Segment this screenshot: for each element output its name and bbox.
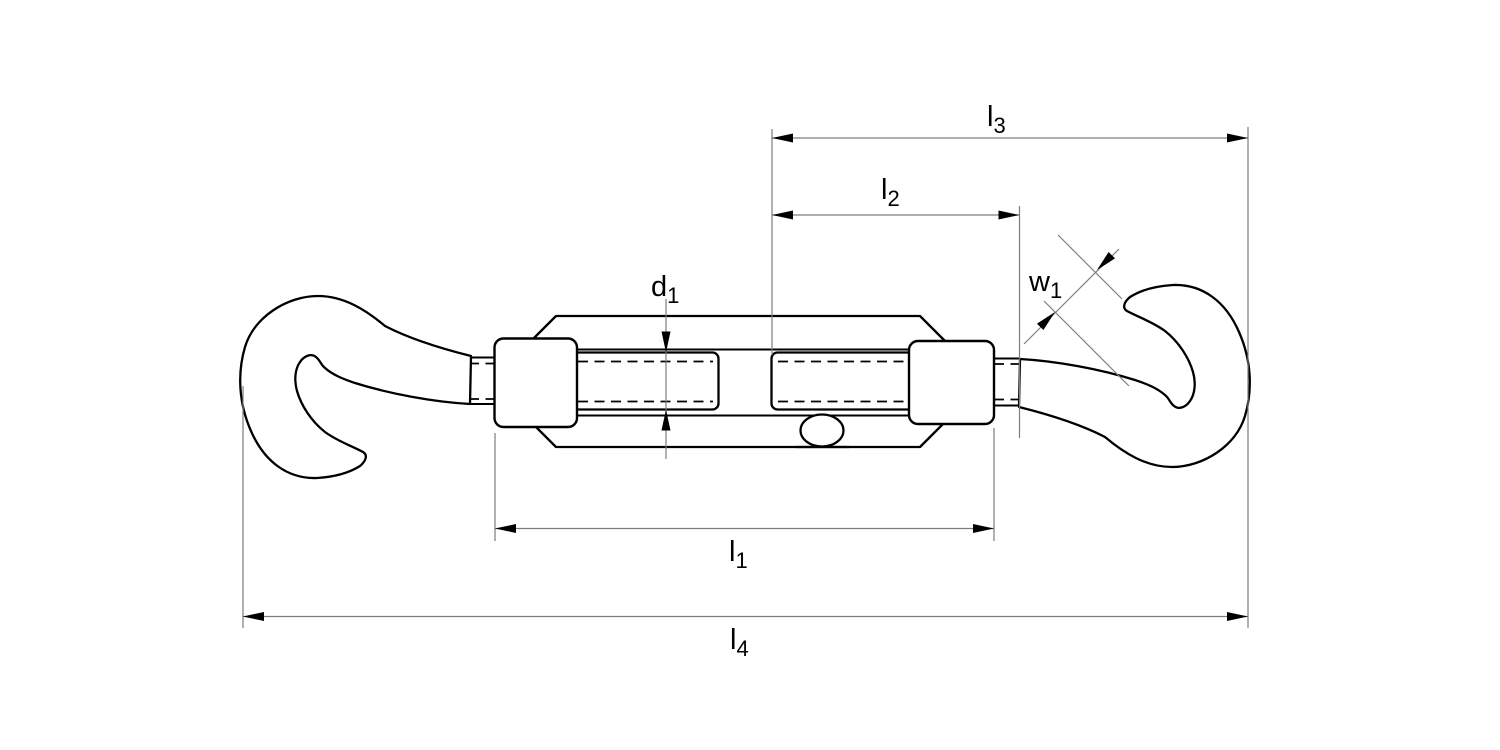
- l3-arrow-left: [772, 133, 793, 143]
- l1-arrow-right: [973, 524, 994, 533]
- l1-arrow-left: [495, 524, 516, 533]
- dimension-l3: l3: [771, 101, 1249, 628]
- dimension-label-w1: w1: [1028, 266, 1062, 303]
- dimension-label-l2: l2: [881, 174, 900, 211]
- w1-extension-line-upper: [1057, 234, 1123, 300]
- w1-arrow-upper: [1097, 252, 1115, 270]
- left-nut: [493, 337, 579, 429]
- right-nut: [907, 339, 996, 426]
- d1-arrow-top: [661, 331, 671, 353]
- l4-arrow-right: [1227, 612, 1248, 621]
- dimension-l2: l2: [772, 174, 1021, 438]
- w1-extension-line-lower: [1043, 300, 1130, 387]
- left-shank: [469, 356, 497, 405]
- right-hook: [1017, 283, 1251, 469]
- w1-arrow-lower: [1037, 312, 1055, 330]
- d1-arrow-bottom: [661, 409, 671, 431]
- dimension-label-l4: l4: [730, 624, 749, 661]
- dimension-d1: d1: [651, 271, 679, 459]
- dimension-w1: w1: [1023, 234, 1130, 387]
- l2-arrow-left: [772, 210, 793, 220]
- left-hook: [239, 294, 473, 480]
- dimension-l1: l1: [494, 428, 995, 573]
- dimension-label-d1: d1: [651, 271, 679, 308]
- right-shank: [994, 357, 1020, 407]
- l3-arrow-right: [1227, 133, 1248, 143]
- dimension-label-l1: l1: [729, 536, 748, 573]
- dimension-l4: l4: [242, 386, 1248, 661]
- left-threaded-rod: [570, 351, 720, 411]
- body-hole: [799, 413, 845, 448]
- right-threaded-rod: [770, 351, 920, 411]
- turnbuckle-part: [239, 283, 1251, 480]
- l4-arrow-left: [243, 612, 264, 621]
- dimension-label-l3: l3: [987, 101, 1006, 138]
- l2-arrow-right: [998, 210, 1020, 220]
